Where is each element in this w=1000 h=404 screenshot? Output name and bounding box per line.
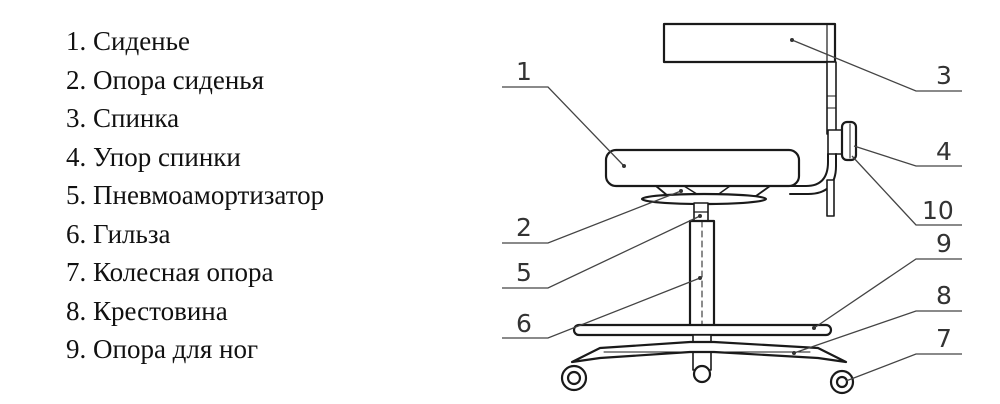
legend-item-gas-spring: 5Пневмоамортизатор <box>66 176 324 215</box>
callout-5: 5 <box>516 258 532 287</box>
legend-number: 7 <box>66 257 93 287</box>
legend-label: Гильза <box>93 218 171 249</box>
callout-numbers: 1 2 3 4 5 6 7 8 9 10 <box>516 57 954 353</box>
leader-dot <box>679 189 683 193</box>
leader-dot <box>792 351 796 355</box>
legend-number: 6 <box>66 219 93 249</box>
leader-dot <box>790 38 794 42</box>
leader-dot <box>812 326 816 330</box>
backrest-shape <box>662 22 837 64</box>
leader-line-7 <box>845 353 962 382</box>
chair-drawing <box>560 22 858 395</box>
right-wheel-hub <box>835 375 849 389</box>
legend-item-crossbase: 8Крестовина <box>66 292 324 331</box>
leader-line-2 <box>502 190 682 244</box>
callout-3: 3 <box>936 61 952 90</box>
callout-6: 6 <box>516 309 532 338</box>
legend-item-sleeve: 6Гильза <box>66 215 324 254</box>
leader-dot <box>622 164 626 168</box>
footrest-shape <box>572 323 833 337</box>
seat-shape <box>604 148 801 188</box>
callout-8: 8 <box>936 281 952 310</box>
leader-dots <box>622 38 816 355</box>
callout-10: 10 <box>922 196 954 225</box>
legend-label: Крестовина <box>93 295 228 326</box>
knob-shape <box>840 120 858 162</box>
legend-label: Колесная опора <box>93 257 274 287</box>
leader-line-5 <box>502 215 701 289</box>
center-wheel <box>692 364 712 384</box>
legend-label: Опора сиденья <box>93 64 265 95</box>
legend-number: 1 <box>66 26 93 56</box>
right-wheel <box>829 369 855 395</box>
leader-line-3 <box>791 39 962 92</box>
legend-label: Пневмоамортизатор <box>93 180 325 210</box>
parts-legend: 1Сиденье 2Опора сиденья 3Спинка 4Упор сп… <box>66 22 324 369</box>
leader-lines <box>502 39 962 382</box>
left-wheel <box>560 364 588 392</box>
backrest-stop-shape <box>789 153 829 187</box>
leader-line-4 <box>853 145 962 167</box>
leader-dot <box>698 214 702 218</box>
leader-line-8 <box>793 310 962 354</box>
left-wheel-hub <box>566 370 582 386</box>
backrest-bar <box>826 61 837 135</box>
legend-item-backrest-stop: 4Упор спинки <box>66 138 324 177</box>
legend-number: 5 <box>66 180 93 210</box>
leader-line-9 <box>813 258 962 329</box>
callout-9: 9 <box>936 229 952 258</box>
legend-number: 3 <box>66 103 93 133</box>
legend-number: 8 <box>66 296 93 326</box>
legend-item-backrest: 3Спинка <box>66 99 324 138</box>
legend-item-seat-support: 2Опора сиденья <box>66 61 324 100</box>
legend-number: 4 <box>66 142 93 172</box>
callout-7: 7 <box>936 324 952 353</box>
leader-line-6 <box>502 277 701 339</box>
legend-item-seat: 1Сиденье <box>66 22 324 61</box>
legend-label: Опора для ног <box>93 334 259 364</box>
backrest-stop-bar <box>826 179 835 217</box>
legend-label: Сиденье <box>93 26 190 56</box>
legend-item-footrest: 9Опора для ног <box>66 330 324 369</box>
leader-dot <box>698 276 702 280</box>
legend-label: Спинка <box>93 103 180 133</box>
legend-label: Упор спинки <box>93 141 241 172</box>
legend-item-wheel-support: 7Колесная опора <box>66 253 324 292</box>
callout-1: 1 <box>516 57 532 86</box>
legend-number: 2 <box>66 65 93 95</box>
leader-line-10 <box>851 155 962 226</box>
callout-2: 2 <box>516 213 532 242</box>
legend-number: 9 <box>66 334 93 364</box>
callout-4: 4 <box>936 137 952 166</box>
knob-collar <box>827 129 843 155</box>
leader-line-1 <box>502 86 625 167</box>
